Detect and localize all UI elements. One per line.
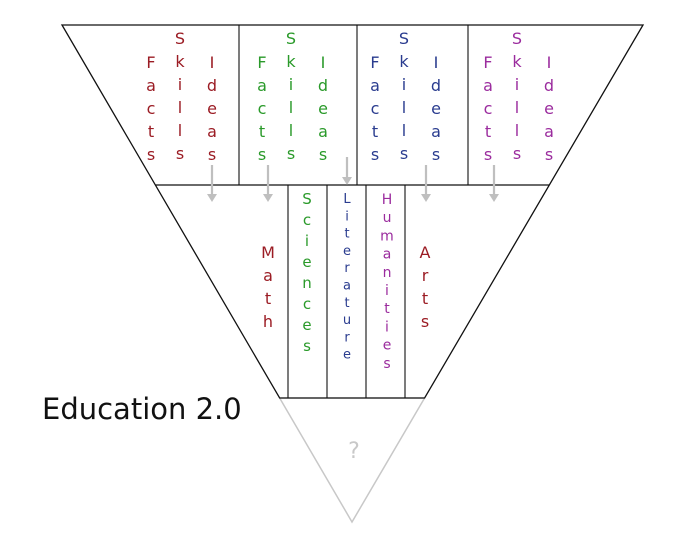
funnel-outline [60, 24, 645, 399]
faded-edges [278, 397, 426, 524]
down-arrow-1 [207, 165, 217, 202]
diagram-title: Education 2.0 [42, 392, 242, 426]
down-arrow-4 [421, 165, 431, 202]
arrows-layer [207, 157, 499, 202]
unknown-label: ? [348, 439, 360, 464]
down-arrow-2 [263, 165, 273, 202]
down-arrow-5 [489, 165, 499, 202]
funnel-border [60, 24, 645, 399]
down-arrow-3 [342, 157, 352, 185]
